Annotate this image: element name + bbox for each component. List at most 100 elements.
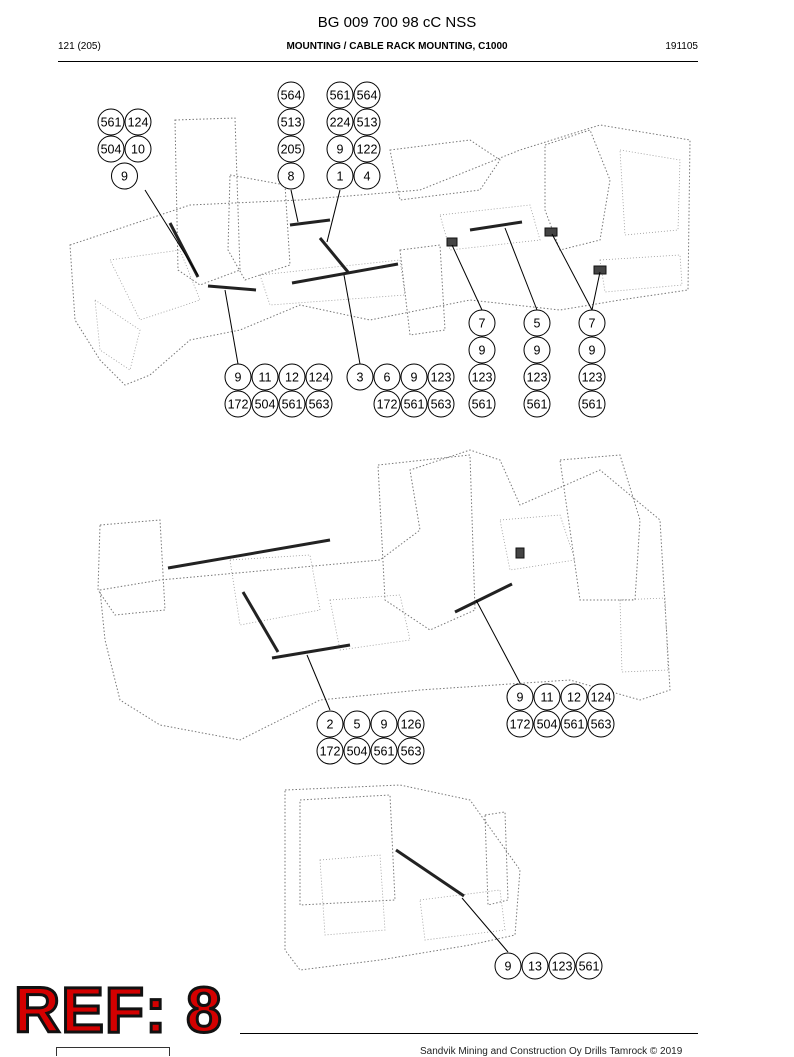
callout-circle: [373, 363, 401, 391]
callout-number: 4: [364, 170, 371, 184]
callout-bubble: 561: [400, 390, 428, 418]
callout-number: 123: [582, 371, 603, 385]
page-counter: 121 (205): [58, 41, 101, 52]
callout-number: 9: [121, 170, 128, 184]
callout-bubble: 1: [326, 162, 354, 190]
view3-leader-line: [461, 897, 509, 953]
callout-circle: [353, 81, 381, 109]
callout-number: 224: [330, 116, 351, 130]
callout-bubble: 123: [578, 363, 606, 391]
callout-circle: [343, 710, 371, 738]
callout-circle: [578, 336, 606, 364]
callout-bubble: 172: [373, 390, 401, 418]
callout-bubble: 9: [326, 135, 354, 163]
callout-bubble: 3: [346, 363, 374, 391]
callout-bubble: 205: [277, 135, 305, 163]
callout-number: 172: [377, 398, 398, 412]
copyright-footer: Sandvik Mining and Construction Oy Drill…: [420, 1046, 683, 1057]
callout-bubble: 561: [278, 390, 306, 418]
view3-frame-drawing: [284, 784, 521, 971]
callout-number: 561: [582, 398, 603, 412]
callout-number: 124: [309, 371, 330, 385]
callout-bubble: 9: [523, 336, 551, 364]
callout-number: 6: [384, 371, 391, 385]
view1-cable-racks: [168, 218, 607, 292]
ref-stamp: REF: 8: [13, 974, 224, 1046]
callout-bubble: 11: [251, 363, 279, 391]
callout-bubble: 8: [277, 162, 305, 190]
document-number: BG 009 700 98 cC NSS: [317, 14, 477, 31]
callout-number: 561: [472, 398, 493, 412]
callout-bubble: 122: [353, 135, 381, 163]
callout-circle: [346, 363, 374, 391]
callout-number: 172: [510, 718, 531, 732]
callout-circle: [277, 81, 305, 109]
callout-bubble: 9: [111, 162, 138, 190]
callout-bubble: 504: [251, 390, 279, 418]
callout-circle: [548, 952, 576, 980]
callout-circle: [575, 952, 603, 980]
callout-circle: [251, 390, 279, 418]
callout-number: 563: [401, 745, 422, 759]
callout-number: 205: [281, 143, 302, 157]
callout-number: 561: [282, 398, 303, 412]
callout-circle: [578, 363, 606, 391]
callout-number: 9: [479, 344, 486, 358]
callout-number: 5: [534, 317, 541, 331]
callout-bubble: 561: [370, 737, 398, 765]
callout-bubble: 123: [468, 363, 496, 391]
callout-number: 172: [228, 398, 249, 412]
callout-circle: [97, 135, 125, 163]
callout-number: 563: [431, 398, 452, 412]
callout-bubble: 2: [316, 710, 344, 738]
callout-number: 11: [259, 371, 272, 385]
callout-bubble: 123: [523, 363, 551, 391]
callout-bubble: 172: [316, 737, 344, 765]
callout-circle: [506, 710, 534, 738]
callout-number: 9: [589, 344, 596, 358]
callout-number: 124: [591, 691, 612, 705]
callout-bubble: 7: [578, 309, 606, 337]
callout-bubble: 124: [587, 683, 615, 711]
callout-number: 504: [537, 718, 558, 732]
callout-bubble: 172: [224, 390, 252, 418]
callout-circle: [326, 108, 354, 136]
callout-number: 12: [285, 371, 299, 385]
callout-number: 564: [281, 89, 302, 103]
callout-number: 3: [357, 371, 364, 385]
callout-number: 9: [505, 960, 512, 974]
callout-number: 9: [517, 691, 524, 705]
callout-number: 11: [541, 691, 554, 705]
view3-cable-rack: [395, 848, 465, 898]
view2-cable-racks: [167, 538, 525, 660]
callout-circle: [353, 162, 381, 190]
callout-bubble: 9: [224, 363, 252, 391]
callout-number: 561: [330, 89, 351, 103]
callout-number: 123: [552, 960, 573, 974]
callout-number: 561: [374, 745, 395, 759]
callout-bubble: 564: [353, 81, 381, 109]
callout-circle: [468, 363, 496, 391]
callout-circle: [278, 363, 306, 391]
callout-circle: [343, 737, 371, 765]
callout-number: 1: [337, 170, 344, 184]
view1-frame-drawing: [69, 117, 691, 386]
callout-circle: [224, 363, 252, 391]
callout-bubble: 561: [326, 81, 354, 109]
callout-circle: [326, 162, 354, 190]
callout-number: 2: [327, 718, 334, 732]
callout-bubble: 564: [277, 81, 305, 109]
callout-circle: [277, 135, 305, 163]
callout-number: 9: [235, 371, 242, 385]
callout-bubble: 172: [506, 710, 534, 738]
callout-number: 564: [357, 89, 378, 103]
callout-bubble: 504: [533, 710, 561, 738]
callout-bubble: 10: [124, 135, 152, 163]
callout-number: 9: [381, 718, 388, 732]
callout-number: 13: [528, 960, 542, 974]
callout-number: 123: [431, 371, 452, 385]
callout-circle: [224, 390, 252, 418]
callout-number: 561: [527, 398, 548, 412]
callout-circle: [587, 683, 615, 711]
